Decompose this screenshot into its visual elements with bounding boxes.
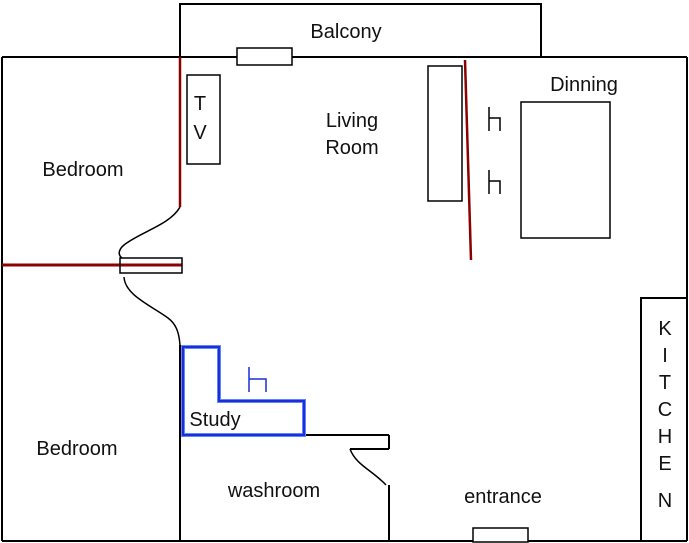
living-label-line2: Room — [325, 137, 378, 159]
interior-walls — [179, 345, 390, 541]
dining-chair-1 — [488, 107, 501, 131]
kitchen-counter — [640, 297, 687, 541]
dinning-label: Dinning — [550, 74, 618, 96]
room-labels: Balcony Dinning T V Living Room Bedroom … — [36, 21, 617, 508]
door-arc-top — [118, 206, 181, 259]
kitchen — [640, 297, 687, 541]
entrance-label: entrance — [464, 486, 542, 508]
washroom-door-arc — [349, 448, 387, 486]
bedroom-doors — [118, 206, 183, 346]
washroom-label: washroom — [227, 480, 320, 502]
bedroom-bottom-label: Bedroom — [36, 438, 117, 460]
kitchen-label: K I T C H E N — [658, 318, 673, 512]
bedroom-top-label: Bedroom — [42, 159, 123, 181]
kitchen-letter: N — [658, 490, 672, 512]
partitions — [2, 57, 473, 267]
tv-label-v: V — [193, 122, 207, 144]
study-chair — [248, 367, 267, 392]
door-arc-bottom — [123, 276, 181, 346]
tv-unit — [186, 74, 221, 165]
balcony-label: Balcony — [310, 21, 381, 43]
outer-walls — [1, 56, 688, 542]
kitchen-letter: T — [659, 372, 671, 394]
balcony-window — [236, 47, 293, 66]
study-label: Study — [189, 409, 240, 431]
tv-label-t: T — [194, 93, 206, 115]
partition-living-dinning — [463, 59, 473, 261]
study-desk-inner — [182, 346, 305, 436]
entrance-door — [472, 527, 529, 543]
study-desk — [181, 345, 306, 437]
sofa — [427, 65, 463, 202]
living-label-line1: Living — [326, 110, 378, 132]
balcony-outline — [179, 3, 542, 57]
kitchen-letter: C — [658, 399, 672, 421]
dining-chair-2 — [488, 170, 501, 194]
kitchen-letter: K — [658, 318, 672, 340]
kitchen-letter: E — [658, 453, 671, 475]
dining-table — [520, 101, 611, 239]
door-stub — [119, 257, 183, 274]
furniture — [186, 65, 611, 239]
kitchen-letter: I — [662, 345, 668, 367]
kitchen-letter: H — [658, 426, 672, 448]
